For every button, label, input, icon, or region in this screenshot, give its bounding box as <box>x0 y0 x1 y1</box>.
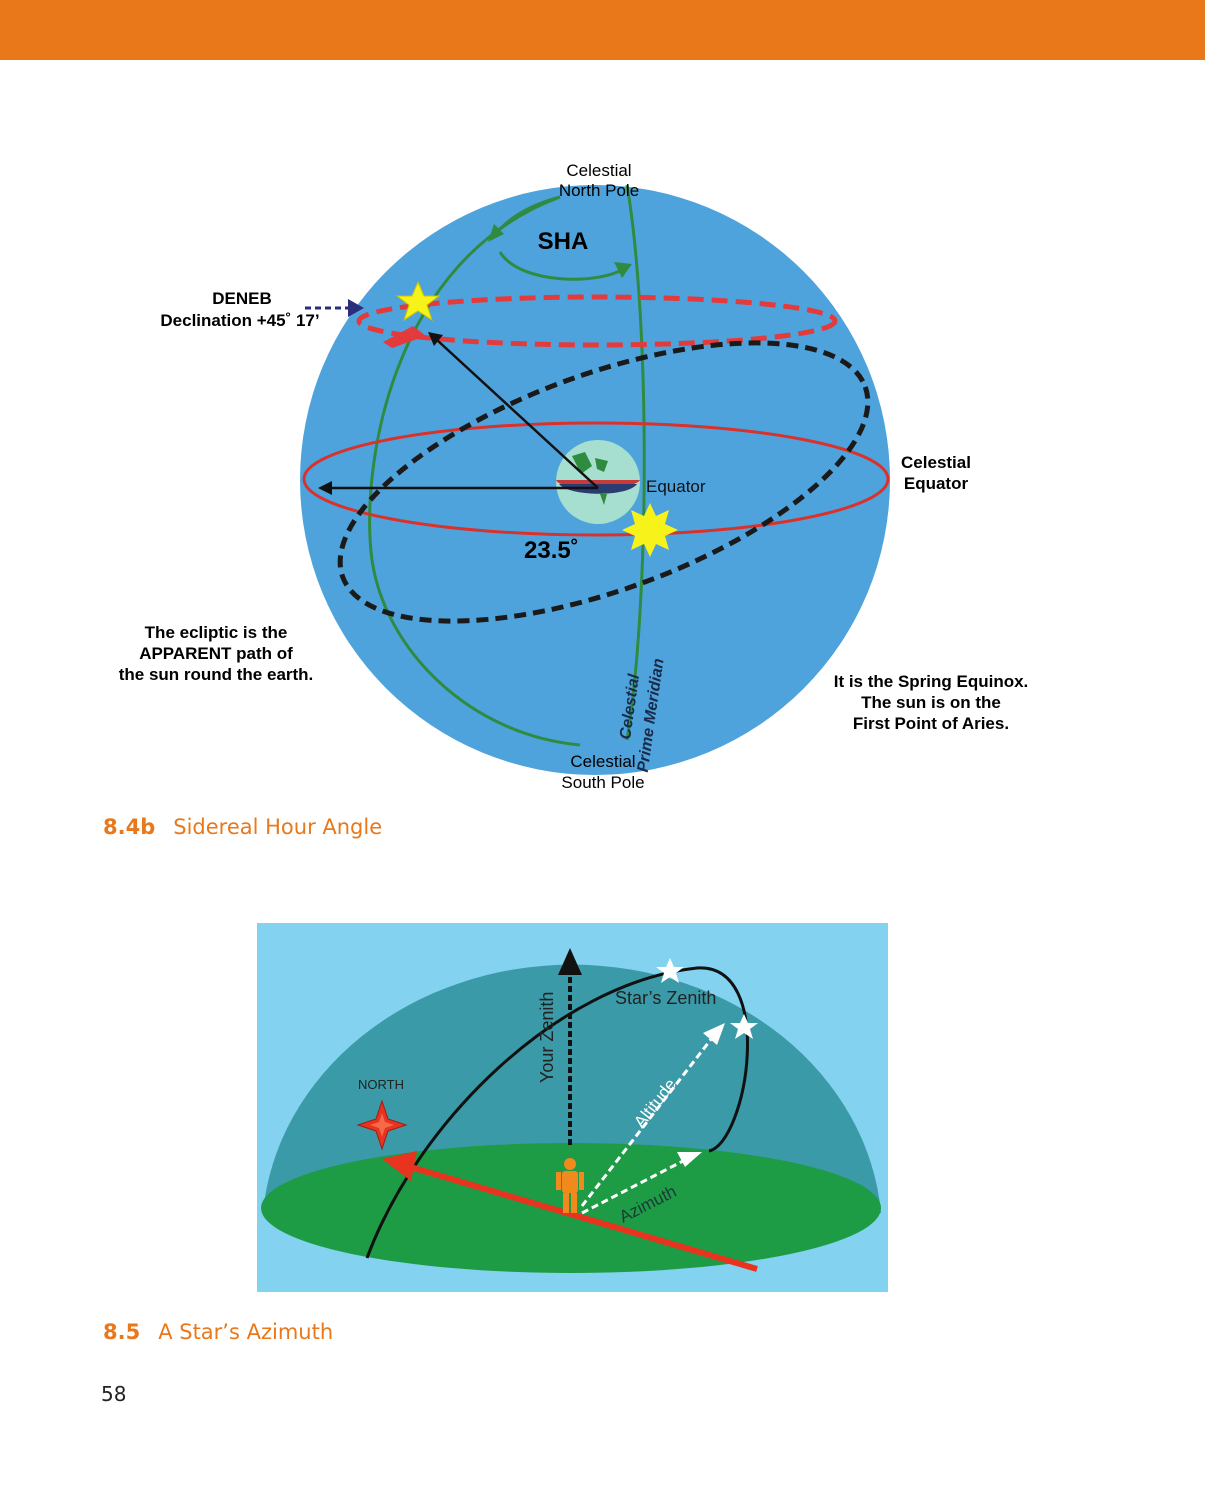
hour-circle-deneb <box>368 195 581 747</box>
ecliptic-note-line3: the sun round the earth. <box>119 665 314 684</box>
equator-radius-arrow <box>318 481 332 495</box>
page-number: 58 <box>101 1382 127 1406</box>
azimuth-arrow <box>677 1152 702 1167</box>
celestial-equator-circle <box>302 421 890 537</box>
sha-arrow-head-right <box>614 262 632 278</box>
caption-text: Sidereal Hour Angle <box>173 815 383 839</box>
ecliptic-note-line1: The ecliptic is the <box>145 623 288 642</box>
north-label: NORTH <box>358 1077 404 1092</box>
deneb-radius-arrow <box>428 332 443 346</box>
star-azimuth-figure: NORTH Your Zenith Star’s Zenith Altitude… <box>257 923 888 1292</box>
star-at-zenith-position <box>656 958 684 983</box>
south-pole-label-line2: South Pole <box>561 773 644 790</box>
star-current-position <box>730 1014 758 1039</box>
sha-label: SHA <box>538 228 589 255</box>
equinox-note-line3: First Point of Aries. <box>853 714 1009 733</box>
deneb-label: DENEB <box>212 289 272 308</box>
deneb-declination-label: Declination +45˚ 17’ <box>160 311 319 330</box>
caption-text: A Star’s Azimuth <box>158 1320 334 1344</box>
your-zenith-label: Your Zenith <box>537 992 557 1083</box>
your-zenith-arrow <box>558 948 582 975</box>
ecliptic-circle <box>337 340 871 624</box>
tilt-angle-label: 23.5˚ <box>524 537 579 564</box>
stars-zenith-label: Star’s Zenith <box>615 988 716 1008</box>
caption-number: 8.5 <box>103 1320 141 1344</box>
deneb-star <box>395 280 441 322</box>
north-direction-arrow <box>382 1151 417 1181</box>
sun-first-point-of-aries <box>622 503 678 557</box>
sidereal-hour-angle-figure: Celestial North Pole SHA DENEB Declinati… <box>106 150 1046 790</box>
figure-caption-8-4b: 8.4b Sidereal Hour Angle <box>103 815 382 839</box>
equinox-note-line1: It is the Spring Equinox. <box>834 672 1029 691</box>
observer-figure <box>556 1158 584 1213</box>
equinox-note-line2: The sun is on the <box>861 693 1001 712</box>
sha-arrow-head-left <box>488 224 504 242</box>
celestial-prime-meridian-line <box>625 184 646 741</box>
north-pole-label-line2: North Pole <box>559 181 639 200</box>
deneb-path-arrow <box>383 326 426 348</box>
celestial-equator-label-line2: Equator <box>904 474 969 493</box>
altitude-arrow <box>703 1023 725 1045</box>
ecliptic-note-line2: APPARENT path of <box>139 644 293 663</box>
equator-label: Equator <box>646 477 706 496</box>
deneb-declination-circle <box>356 294 838 348</box>
celestial-equator-label-line1: Celestial <box>901 453 971 472</box>
south-pole-label-line1: Celestial <box>570 752 635 771</box>
caption-number: 8.4b <box>103 815 156 839</box>
north-pole-label-line1: Celestial <box>566 161 631 180</box>
header-bar <box>0 0 1205 60</box>
compass-rose-icon <box>356 1099 408 1151</box>
deneb-pointer-arrow <box>348 299 364 317</box>
figure-caption-8-5: 8.5 A Star’s Azimuth <box>103 1320 333 1344</box>
